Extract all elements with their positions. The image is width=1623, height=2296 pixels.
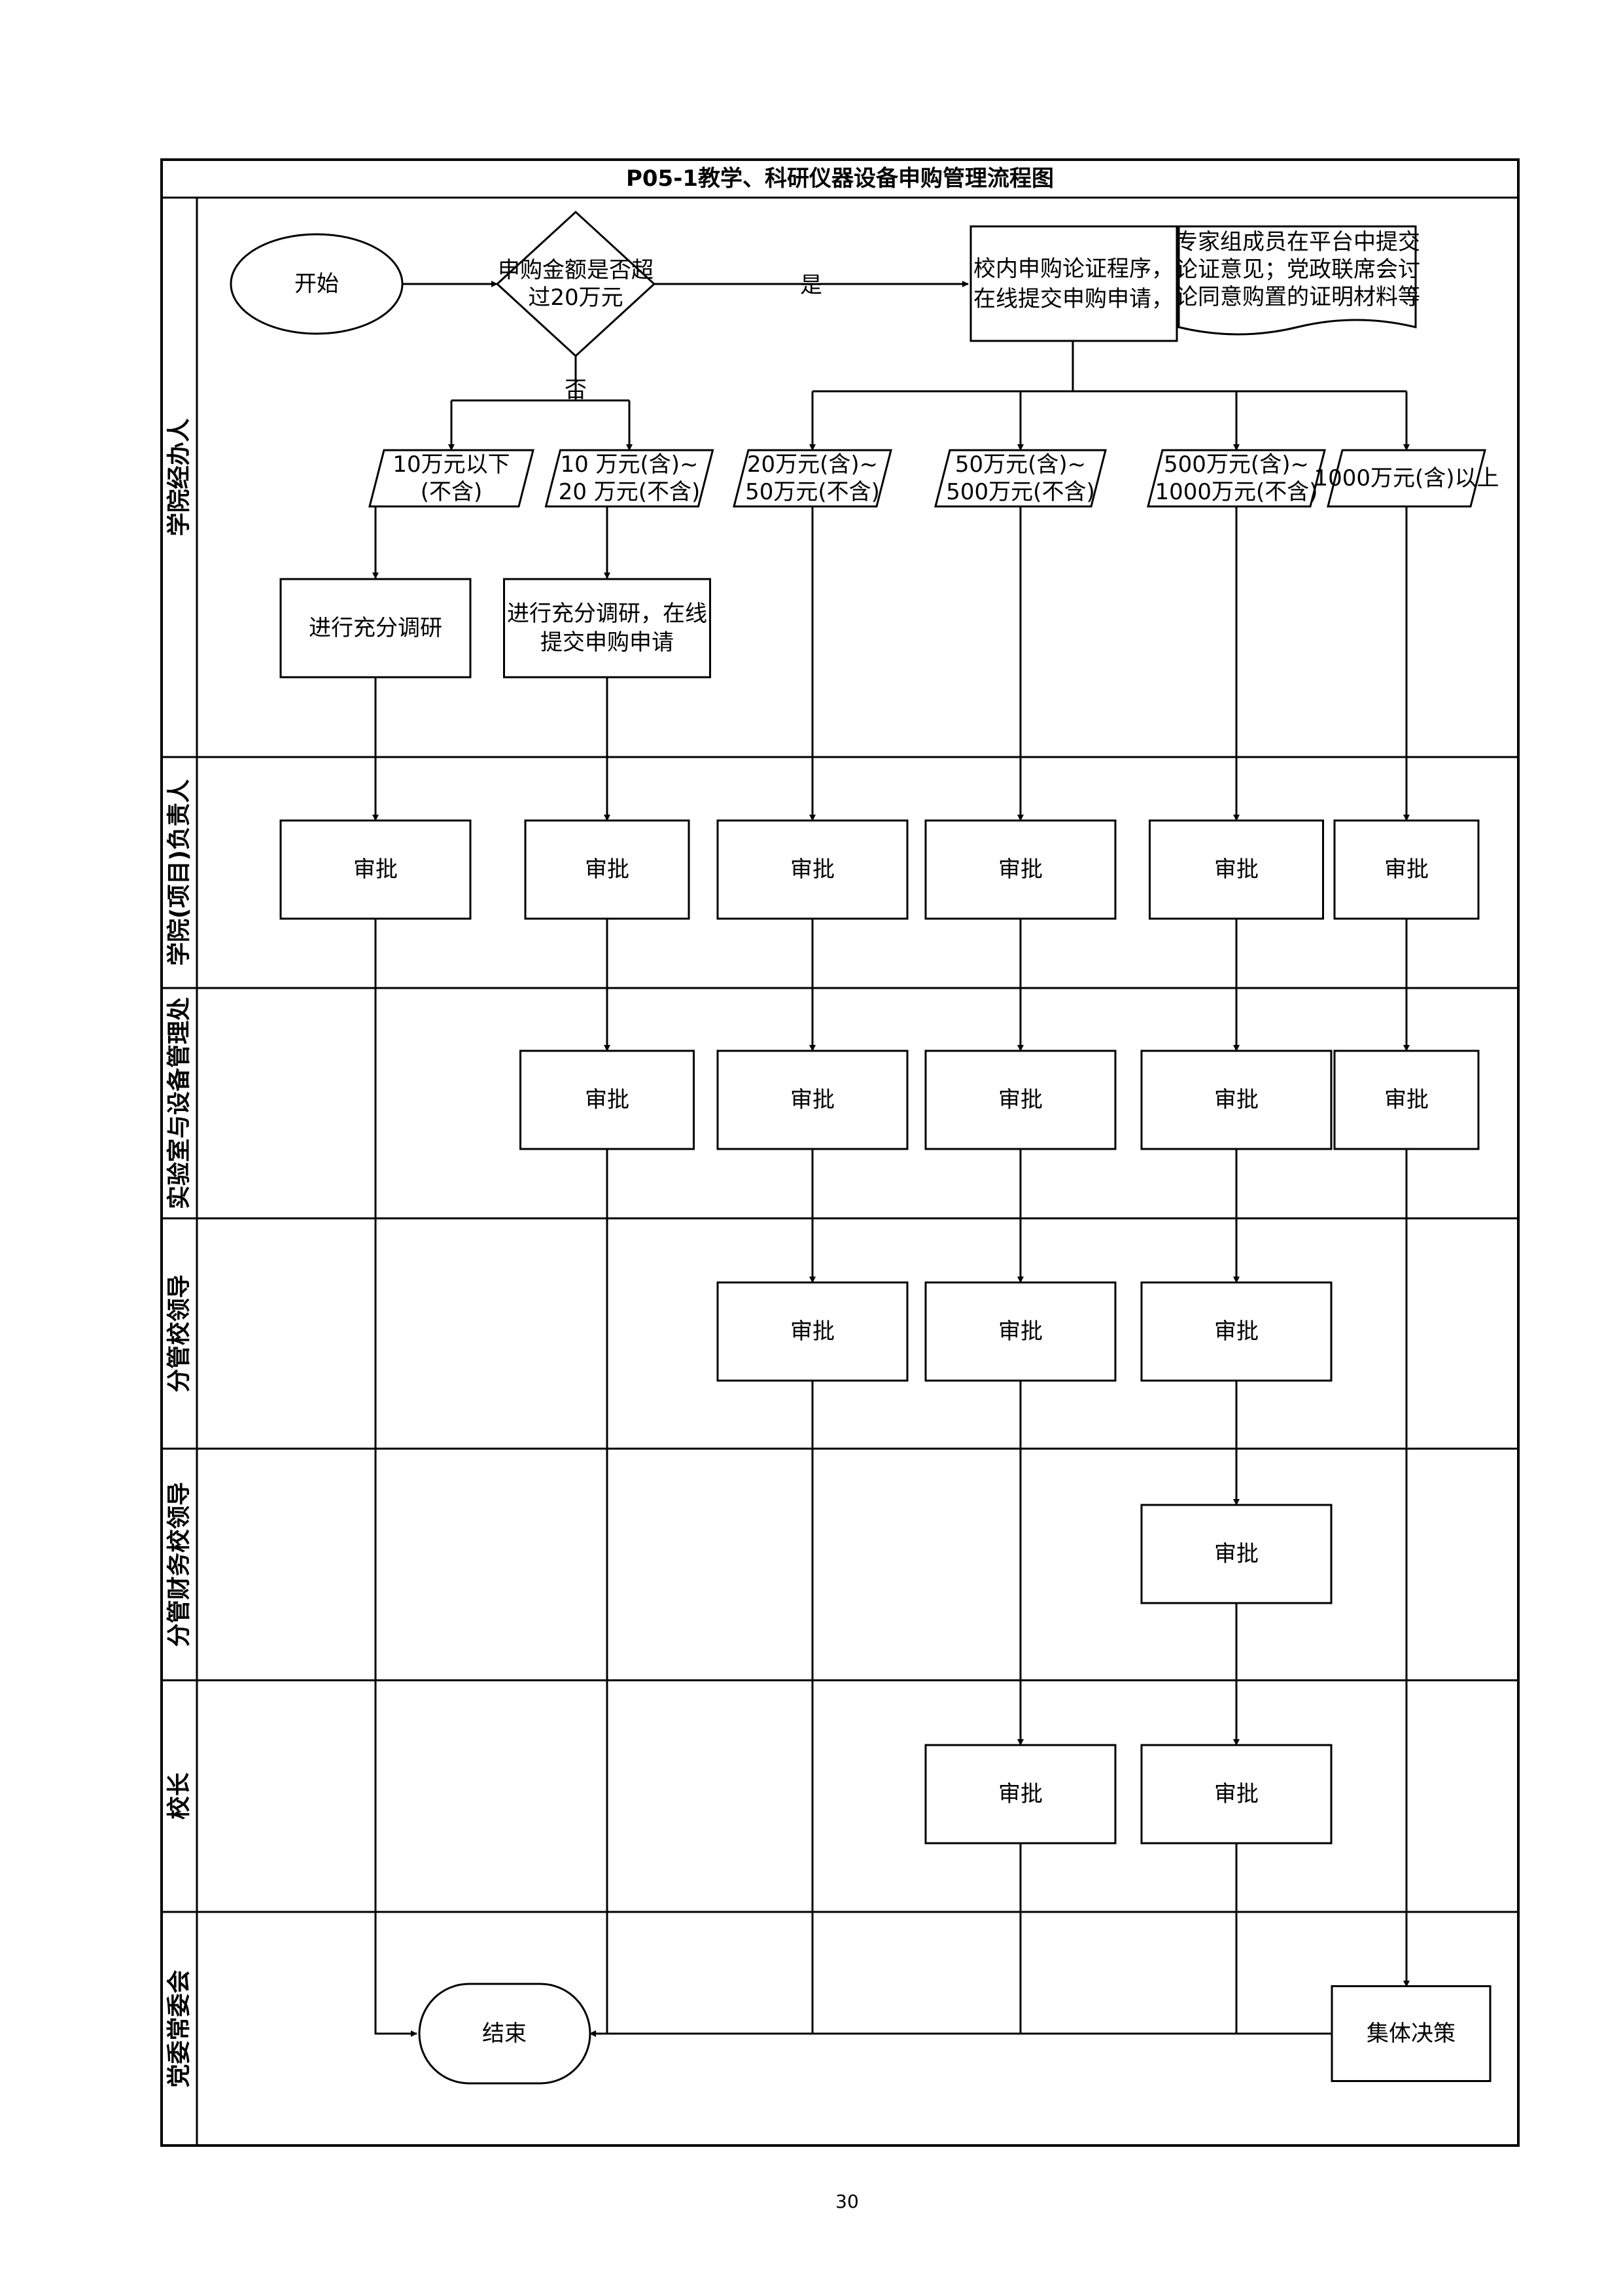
lab-approve-2 bbox=[519, 1050, 695, 1150]
collective-decision-box bbox=[1331, 1985, 1492, 2082]
research-box-label: 进行充分调研 bbox=[309, 615, 442, 641]
college-approve-6 bbox=[1333, 819, 1480, 920]
president-approve-4 bbox=[924, 1744, 1117, 1845]
end-node bbox=[418, 1983, 591, 2085]
college-approve-6-label: 审批 bbox=[1384, 857, 1429, 883]
start-node bbox=[230, 233, 404, 335]
lab-approve-2-label: 审批 bbox=[585, 1087, 629, 1113]
leader-approve-5-label: 审批 bbox=[1214, 1318, 1259, 1345]
leader-approve-3-label: 审批 bbox=[790, 1318, 835, 1345]
research-submit-box bbox=[503, 578, 711, 679]
college-approve-2 bbox=[524, 819, 690, 920]
amount-range-6 bbox=[1327, 449, 1486, 508]
amount-range-4-label: 500万元(不含) bbox=[946, 479, 1094, 505]
college-approve-4 bbox=[924, 819, 1117, 920]
demonstration-label: 在线提交申购申请， bbox=[973, 286, 1174, 312]
research-box bbox=[279, 578, 472, 679]
lab-approve-4-label: 审批 bbox=[998, 1087, 1043, 1113]
finance-approve-5 bbox=[1140, 1504, 1333, 1604]
college-approve-5-label: 审批 bbox=[1214, 857, 1259, 883]
college-approve-2-label: 审批 bbox=[585, 857, 629, 883]
lab-approve-5 bbox=[1140, 1050, 1333, 1150]
research-submit-box-label: 进行充分调研，在线 bbox=[507, 601, 707, 627]
lab-approve-6 bbox=[1333, 1050, 1480, 1150]
finance-approve-5-label: 审批 bbox=[1214, 1541, 1259, 1567]
amount-range-3 bbox=[733, 449, 892, 508]
college-approve-5 bbox=[1149, 819, 1324, 920]
lane-label: 党委常委会 bbox=[166, 1969, 193, 2087]
amount-range-2 bbox=[544, 449, 714, 508]
amount-range-1-label: (不含) bbox=[421, 479, 483, 505]
lab-approve-6-label: 审批 bbox=[1384, 1087, 1429, 1113]
lab-approve-4 bbox=[924, 1050, 1117, 1150]
decision-label: 申购金额是否超 bbox=[498, 257, 654, 283]
lab-approve-5-label: 审批 bbox=[1214, 1087, 1259, 1113]
supporting-document bbox=[1178, 225, 1417, 336]
diagram-border bbox=[160, 158, 1520, 2147]
no-label: 否 bbox=[565, 377, 587, 403]
college-approve-1-label: 审批 bbox=[353, 857, 398, 883]
collective-decision-box-label: 集体决策 bbox=[1367, 2021, 1456, 2047]
leader-approve-4-label: 审批 bbox=[998, 1318, 1043, 1345]
page-number: 30 bbox=[835, 2191, 859, 2212]
document-label: 专家组成员在平台中提交 bbox=[1176, 229, 1420, 255]
amount-range-6-label: 1000万元(含)以上 bbox=[1314, 465, 1499, 491]
start-label: 开始 bbox=[294, 271, 339, 297]
president-approve-5-label: 审批 bbox=[1214, 1781, 1259, 1807]
amount-range-4-label: 50万元(含)~ bbox=[955, 451, 1086, 478]
amount-range-1 bbox=[368, 449, 534, 508]
yes-label: 是 bbox=[800, 272, 822, 298]
amount-range-1-label: 10万元以下 bbox=[393, 451, 510, 478]
col1-to-end bbox=[374, 919, 417, 2037]
amount-range-5 bbox=[1147, 449, 1326, 508]
lane-label: 分管财务校领导 bbox=[166, 1482, 193, 1647]
demonstration-label: 校内申购论证程序， bbox=[973, 256, 1174, 282]
document-label: 论同意购置的证明材料等 bbox=[1176, 284, 1420, 310]
college-approve-4-label: 审批 bbox=[998, 857, 1043, 883]
amount-range-3-label: 20万元(含)~ bbox=[747, 451, 878, 478]
end-label: 结束 bbox=[482, 2021, 527, 2047]
lane-label: 校长 bbox=[166, 1773, 193, 1820]
president-approve-4-label: 审批 bbox=[998, 1781, 1043, 1807]
amount-range-2-label: 20 万元(不含) bbox=[559, 479, 701, 505]
lab-approve-3-label: 审批 bbox=[790, 1087, 835, 1113]
lane-label: 实验室与设备管理处 bbox=[166, 997, 193, 1209]
document-label: 论证意见；党政联席会讨 bbox=[1176, 256, 1420, 283]
college-approve-3 bbox=[716, 819, 909, 920]
demonstration-process bbox=[969, 225, 1178, 342]
leader-approve-3 bbox=[716, 1281, 909, 1382]
amount-range-3-label: 50万元(不含) bbox=[745, 479, 880, 505]
diagram-title: P05-1教学、科研仪器设备申购管理流程图 bbox=[626, 166, 1054, 192]
leader-approve-5 bbox=[1140, 1281, 1333, 1382]
decision-label: 过20万元 bbox=[528, 285, 623, 311]
amount-range-4 bbox=[934, 449, 1107, 508]
lane-label: 学院经办人 bbox=[166, 418, 193, 536]
lab-approve-3 bbox=[716, 1050, 909, 1150]
research-submit-box-label: 提交申购申请 bbox=[540, 629, 674, 656]
amount-range-5-label: 1000万元(不含) bbox=[1155, 479, 1318, 505]
amount-range-2-label: 10 万元(含)~ bbox=[560, 451, 698, 478]
lane-label: 分管校领导 bbox=[166, 1275, 193, 1392]
decision-node bbox=[495, 210, 656, 358]
lane-label: 学院(项目)负责人 bbox=[166, 779, 193, 966]
president-approve-5 bbox=[1140, 1744, 1333, 1845]
col2-to-end bbox=[589, 1149, 608, 2037]
college-approve-1 bbox=[279, 819, 472, 920]
college-approve-3-label: 审批 bbox=[790, 857, 835, 883]
leader-approve-4 bbox=[924, 1281, 1117, 1382]
amount-range-5-label: 500万元(含)~ bbox=[1164, 451, 1309, 478]
